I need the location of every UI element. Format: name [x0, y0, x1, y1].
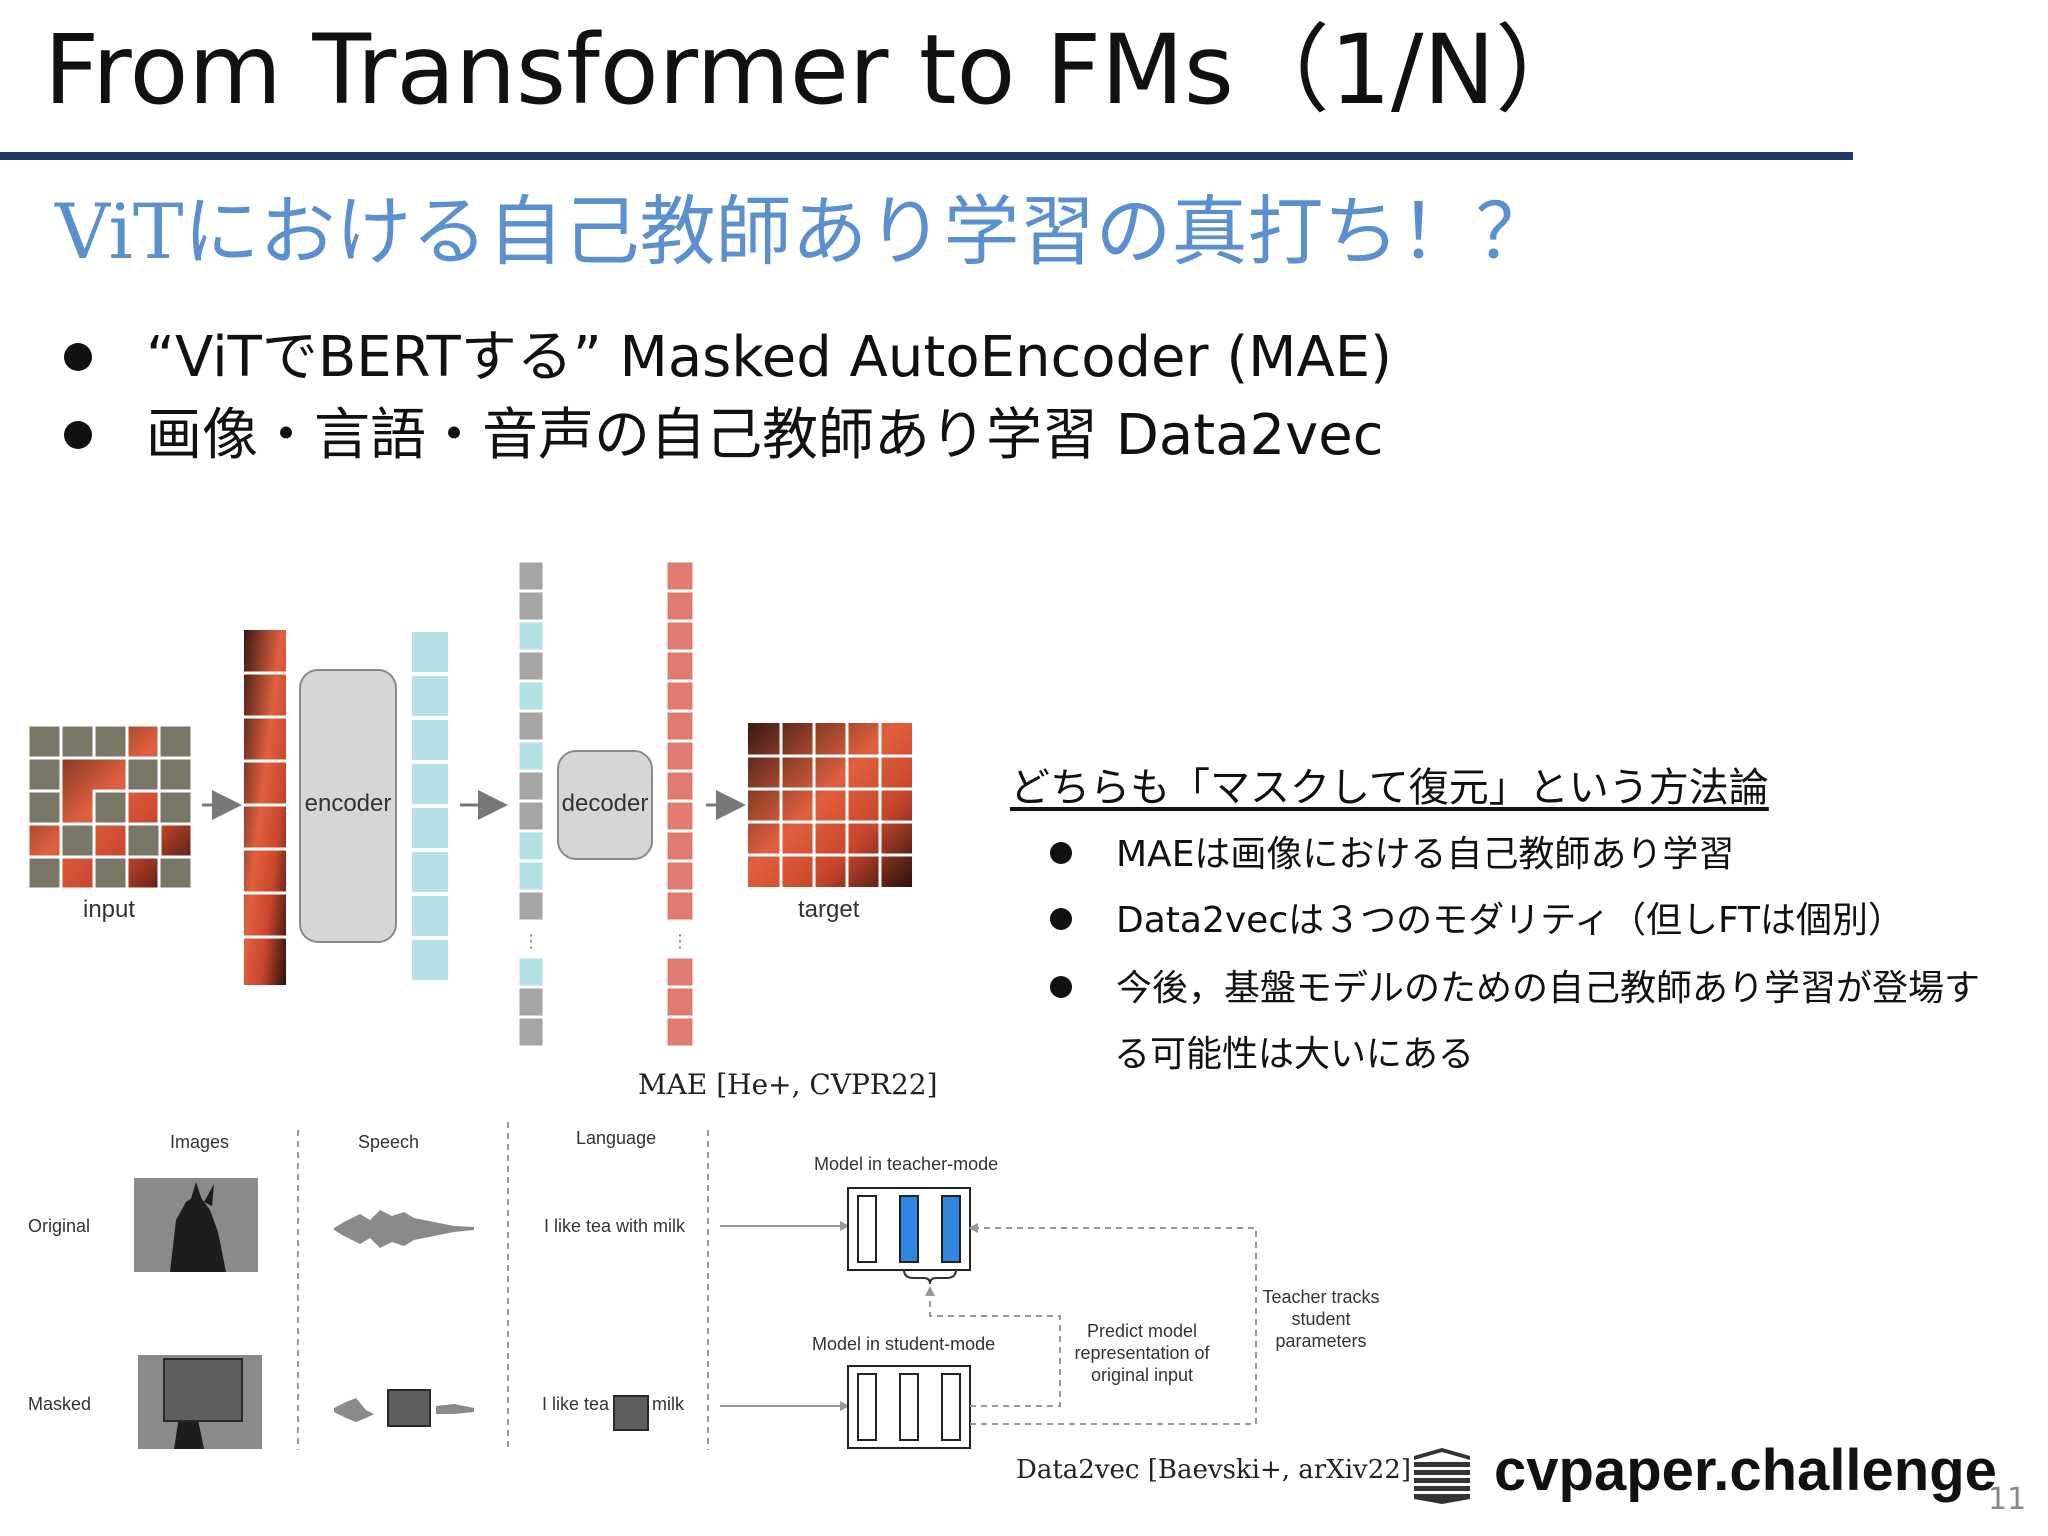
- masked-sentence-part-b: milk: [652, 1394, 684, 1414]
- teacher-model-block: [847, 1187, 971, 1271]
- data2vec-caption: Data2vec [Baevski+, arXiv22]: [1016, 1455, 1411, 1485]
- arrow-icon: [840, 1221, 850, 1231]
- notes-heading: どちらも「マスクして復元」という方法論: [1010, 765, 1769, 811]
- masked-word-box: [613, 1395, 649, 1431]
- svg-text:⋮: ⋮: [522, 931, 540, 952]
- original-dog-image: [134, 1178, 258, 1272]
- bullet-text: “ViTでBERTする” Masked AutoEncoder (MAE): [146, 325, 1393, 390]
- col-header-language: Language: [576, 1128, 657, 1148]
- annotation-line: parameters: [1275, 1331, 1367, 1351]
- masked-dog-image: [138, 1355, 262, 1449]
- mae-input-label: input: [83, 896, 136, 923]
- student-mode-label: Model in student-mode: [812, 1334, 996, 1354]
- bullet-icon: [1050, 908, 1072, 930]
- bullet-icon: [64, 420, 92, 449]
- slide-subtitle: ViTにおける自己教師あり学習の真打ち！？: [55, 187, 1552, 276]
- mae-caption: MAE [He+, CVPR22]: [638, 1068, 938, 1101]
- mae-target-label: target: [798, 896, 860, 923]
- original-waveform: [334, 1210, 474, 1248]
- row-label-masked: Masked: [28, 1394, 92, 1414]
- note-item: Data2vecは３つのモダリティ（但しFTは個別）: [1050, 896, 1904, 946]
- student-model-block: [847, 1365, 971, 1449]
- annotation-line: student: [1291, 1309, 1351, 1329]
- teacher-mode-label: Model in teacher-mode: [814, 1154, 999, 1174]
- annotation-line: original input: [1090, 1365, 1194, 1385]
- mae-target-image: [748, 723, 912, 887]
- bullet-icon: [64, 342, 92, 371]
- note-continuation: る可能性は大いにある: [1114, 1034, 1475, 1075]
- annotation-line: Predict model: [1086, 1321, 1198, 1341]
- note-text: MAEは画像における自己教師あり学習: [1116, 834, 1735, 875]
- encoder-block: [299, 669, 397, 943]
- mae-figure: ⋮ ⋮: [26, 559, 912, 1049]
- visible-patches-column: [244, 630, 286, 985]
- slide-title: From Transformer to FMs（1/N）: [44, 14, 1592, 126]
- predict-annotation: Predict model representation of original…: [1064, 1320, 1220, 1386]
- masked-waveform: [334, 1389, 474, 1427]
- original-sentence: I like tea with milk: [544, 1216, 686, 1236]
- teacher-tracks-annotation: Teacher tracks student parameters: [1256, 1286, 1386, 1352]
- decoder-block: [557, 750, 653, 860]
- note-item: MAEは画像における自己教師あり学習: [1050, 830, 1734, 880]
- output-token-sequence: [664, 559, 696, 1049]
- encoded-tokens-column: [408, 628, 452, 984]
- note-item: 今後，基盤モデルのための自己教師あり学習が登場す: [1050, 964, 1980, 1014]
- bullet-icon: [1050, 976, 1072, 998]
- mae-input-image: [26, 723, 194, 891]
- data2vec-figure: [134, 1122, 1257, 1450]
- page-number: 11: [1988, 1482, 2027, 1517]
- bullet-item: “ViTでBERTする” Masked AutoEncoder (MAE): [64, 322, 1392, 394]
- brand-logo-text: cvpaper.challenge: [1494, 1438, 1997, 1503]
- title-divider: [0, 152, 1853, 160]
- encoder-label: encoder: [304, 790, 392, 817]
- masked-sentence-part-a: I like tea: [542, 1394, 610, 1414]
- row-label-original: Original: [28, 1216, 91, 1236]
- bullet-item: 画像・言語・音声の自己教師あり学習 Data2vec: [64, 400, 1384, 472]
- note-text: Data2vecは３つのモダリティ（但しFTは個別）: [1116, 900, 1905, 941]
- note-text: 今後，基盤モデルのための自己教師あり学習が登場す: [1116, 968, 1981, 1009]
- full-token-sequence: [516, 559, 546, 1049]
- bullet-icon: [1050, 842, 1072, 864]
- col-header-images: Images: [170, 1132, 230, 1152]
- decoder-label: decoder: [561, 790, 649, 817]
- annotation-line: Teacher tracks: [1262, 1287, 1380, 1307]
- stacked-layers-icon: [1414, 1448, 1470, 1504]
- annotation-line: representation of: [1074, 1343, 1210, 1363]
- bullet-text: 画像・言語・音声の自己教師あり学習 Data2vec: [146, 403, 1384, 468]
- col-header-speech: Speech: [358, 1132, 420, 1152]
- arrow-icon: [840, 1401, 850, 1411]
- svg-text:⋮: ⋮: [671, 931, 689, 952]
